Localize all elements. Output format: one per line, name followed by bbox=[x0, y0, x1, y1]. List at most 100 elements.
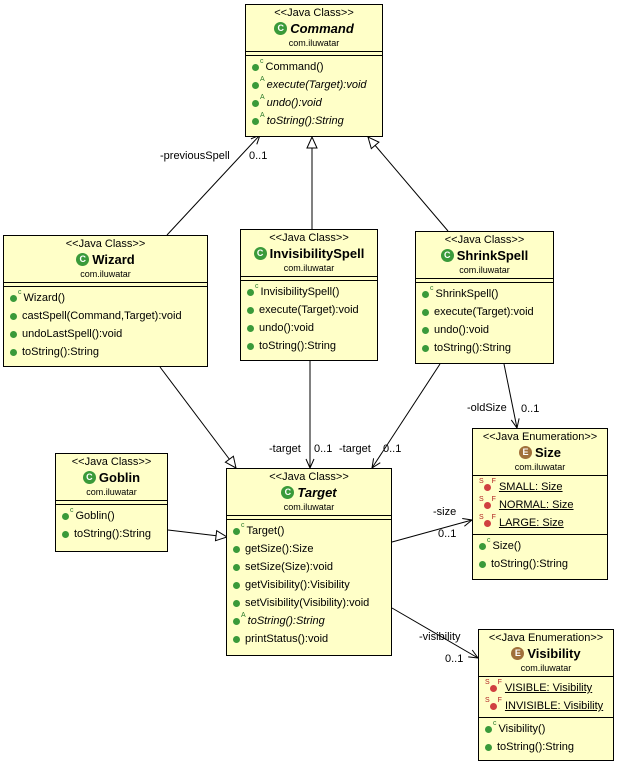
public-method-icon bbox=[252, 63, 259, 71]
label-target-a: -target bbox=[269, 443, 301, 455]
edge-target-visibility bbox=[391, 607, 480, 659]
class-name: InvisibilitySpell bbox=[269, 246, 365, 261]
public-method-icon bbox=[479, 560, 486, 568]
public-method-icon bbox=[485, 743, 492, 751]
stereotype: <<Java Class>> bbox=[444, 234, 525, 246]
public-method-icon bbox=[422, 308, 429, 316]
stereotype: <<Java Class>> bbox=[274, 7, 354, 19]
method-row: castSpell(Command,Target):void bbox=[4, 307, 207, 325]
static-field-icon bbox=[489, 702, 497, 710]
class-name: Command bbox=[290, 21, 354, 36]
public-method-icon bbox=[252, 117, 259, 125]
class-icon: C bbox=[82, 471, 96, 484]
class-icon: C bbox=[281, 486, 295, 499]
class-name: Wizard bbox=[92, 252, 135, 267]
package-name: com.iluwatar bbox=[288, 38, 340, 48]
method-row: printStatus():void bbox=[227, 630, 391, 648]
package-name: com.iluwatar bbox=[520, 663, 572, 673]
method-row: setSize(Size):void bbox=[227, 558, 391, 576]
public-method-icon bbox=[422, 344, 429, 352]
public-method-icon bbox=[247, 324, 254, 332]
class-icon: C bbox=[253, 247, 267, 260]
label-size-mult: 0..1 bbox=[438, 528, 457, 540]
method-row: toString():String bbox=[479, 738, 613, 756]
enum-name: Size bbox=[534, 445, 561, 460]
method-row: toString():String bbox=[4, 343, 207, 361]
method-row: undo():void bbox=[241, 319, 377, 337]
label-target-b-mult: 0..1 bbox=[383, 443, 402, 455]
enum-icon: E bbox=[511, 647, 525, 660]
static-field-icon bbox=[483, 519, 491, 527]
public-method-icon bbox=[485, 725, 492, 733]
stereotype: <<Java Enumeration>> bbox=[482, 431, 598, 443]
public-method-icon bbox=[233, 563, 240, 571]
public-method-icon bbox=[233, 635, 240, 643]
public-method-icon bbox=[252, 99, 259, 107]
label-previous-spell-mult: 0..1 bbox=[249, 150, 268, 162]
label-size: -size bbox=[433, 506, 457, 518]
label-old-size: -oldSize bbox=[467, 402, 507, 414]
class-name: Goblin bbox=[98, 470, 141, 485]
class-icon: C bbox=[274, 22, 288, 35]
edge-shrink-size bbox=[503, 363, 520, 430]
enum-icon: E bbox=[518, 446, 532, 459]
label-visibility: -visibility bbox=[419, 631, 461, 643]
stereotype: <<Java Class>> bbox=[71, 456, 152, 468]
method-row: toString():String bbox=[416, 339, 553, 357]
label-visibility-mult: 0..1 bbox=[445, 653, 464, 665]
edge-wizard-target bbox=[159, 366, 237, 469]
edge-goblin-target bbox=[167, 529, 229, 542]
class-icon: C bbox=[76, 253, 90, 266]
method-row: execute(Target):void bbox=[241, 301, 377, 319]
class-icon: C bbox=[440, 249, 454, 262]
public-method-icon bbox=[479, 542, 486, 550]
package-name: com.iluwatar bbox=[80, 269, 131, 279]
label-target-b: -target bbox=[339, 443, 371, 455]
public-method-icon bbox=[422, 290, 429, 298]
method-row: toString():String bbox=[56, 525, 167, 543]
package-name: com.iluwatar bbox=[283, 263, 335, 273]
method-row: undoLastSpell():void bbox=[4, 325, 207, 343]
public-method-icon bbox=[233, 581, 240, 589]
public-method-icon bbox=[233, 527, 240, 535]
edge-shrink-target bbox=[371, 363, 441, 470]
stereotype: <<Java Class>> bbox=[269, 232, 349, 244]
public-method-icon bbox=[252, 81, 259, 89]
public-method-icon bbox=[233, 617, 240, 625]
public-method-icon bbox=[10, 294, 17, 302]
method-row: getVisibility():Visibility bbox=[227, 576, 391, 594]
class-name: ShrinkSpell bbox=[456, 248, 529, 263]
stereotype: <<Java Class>> bbox=[269, 471, 349, 483]
method-row: getSize():Size bbox=[227, 540, 391, 558]
method-row: execute(Target):void bbox=[416, 303, 553, 321]
public-method-icon bbox=[10, 330, 17, 338]
edge-target-size bbox=[391, 518, 474, 543]
public-method-icon bbox=[247, 342, 254, 350]
method-row: setVisibility(Visibility):void bbox=[227, 594, 391, 612]
static-field-icon bbox=[483, 483, 491, 491]
edge-wizard-command bbox=[166, 134, 261, 236]
package-name: com.iluwatar bbox=[459, 265, 510, 275]
label-old-size-mult: 0..1 bbox=[521, 403, 540, 415]
package-name: com.iluwatar bbox=[86, 487, 137, 497]
